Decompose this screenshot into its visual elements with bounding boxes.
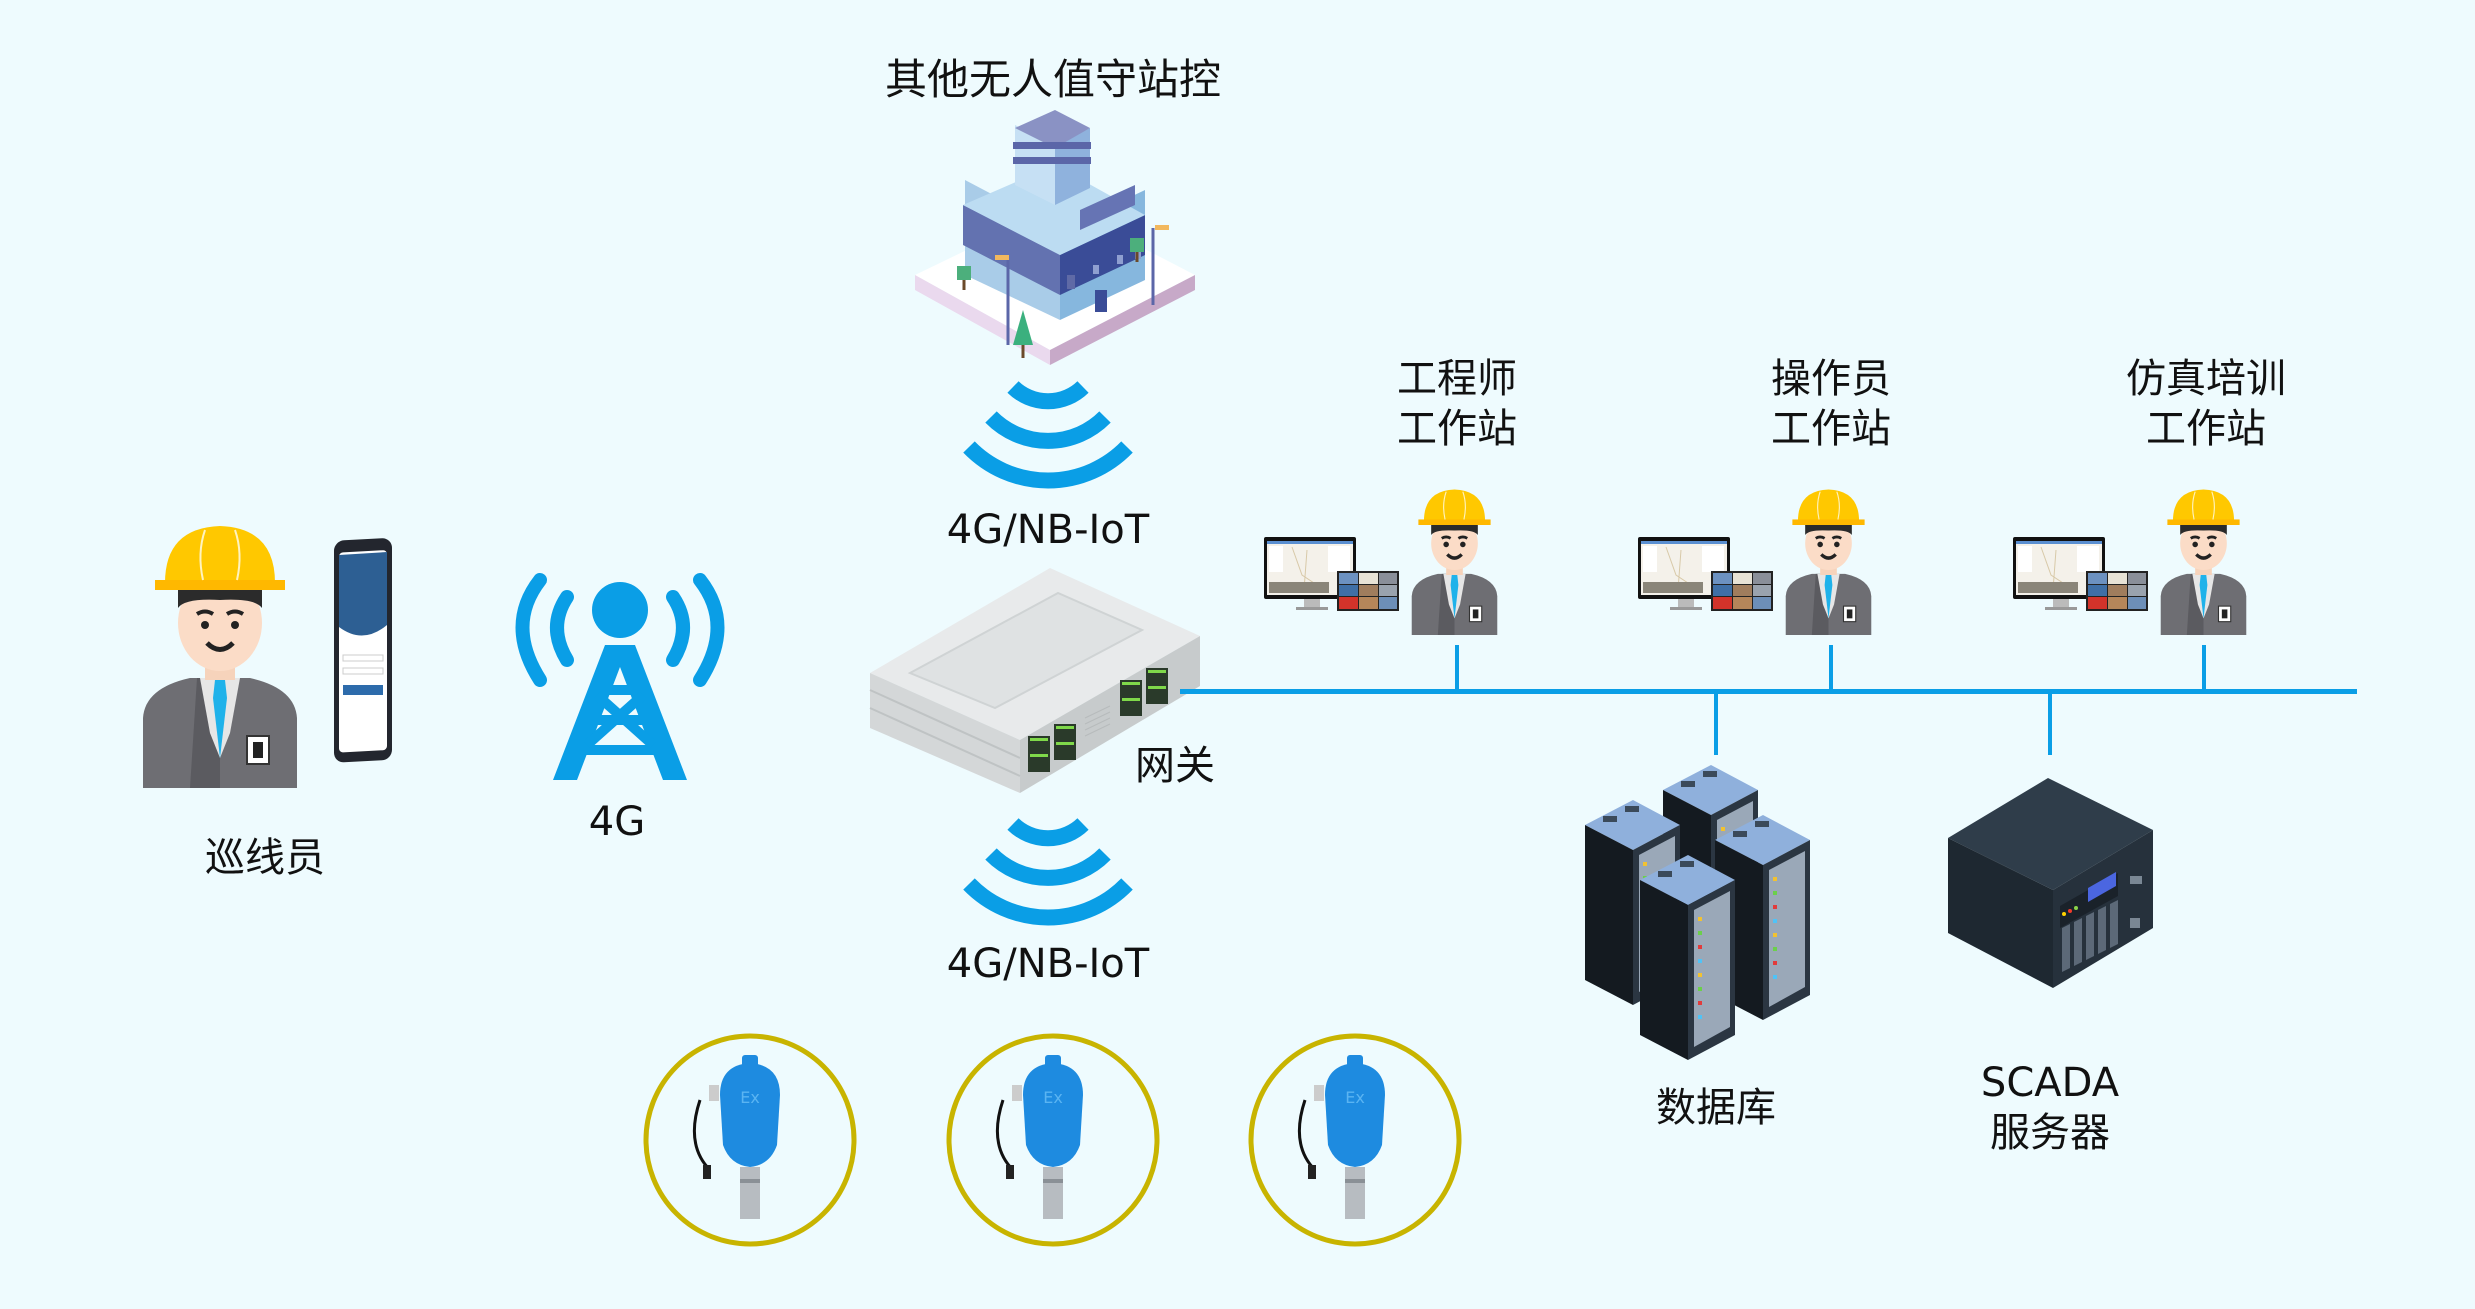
gas-detector[interactable]: Ex bbox=[1248, 1033, 1462, 1247]
cell-tower-icon bbox=[515, 573, 725, 780]
network-bus-line bbox=[1180, 689, 2357, 694]
scada-server-icon[interactable] bbox=[1948, 778, 2158, 988]
workstation-label-line1: 仿真培训 bbox=[2126, 356, 2286, 402]
top-link-label: 4G/NB-IoT bbox=[946, 507, 1150, 553]
worker-icon bbox=[2160, 489, 2247, 635]
monitor-icon bbox=[2013, 537, 2148, 611]
operator-workstation-icon[interactable]: 操作员 工作站 bbox=[1638, 350, 1981, 645]
scada-label-line2: 服务器 bbox=[1990, 1110, 2110, 1156]
worker-icon bbox=[1411, 489, 1498, 635]
patrol-label: 巡线员 bbox=[205, 835, 325, 881]
ex-badge: Ex bbox=[740, 1088, 760, 1107]
bottom-link-label: 4G/NB-IoT bbox=[946, 941, 1150, 987]
gateway-label: 网关 bbox=[1135, 743, 1215, 789]
workstation-label-line2: 工作站 bbox=[1771, 406, 1891, 452]
gas-detector[interactable]: Ex bbox=[946, 1033, 1160, 1247]
scada-drop-line bbox=[2048, 692, 2052, 755]
workstation-label-line1: 工程师 bbox=[1397, 356, 1517, 402]
sensor-ring bbox=[1248, 1033, 1462, 1247]
server-rack bbox=[1715, 815, 1810, 1020]
database-drop-line bbox=[1714, 692, 1718, 755]
workstation-drop-line bbox=[1829, 645, 1833, 691]
sensor-ring bbox=[946, 1033, 1160, 1247]
scada-label-line1: SCADA bbox=[1980, 1060, 2120, 1106]
monitor-icon bbox=[1264, 537, 1399, 611]
workstation-label-line1: 操作员 bbox=[1771, 356, 1891, 402]
server-rack bbox=[1640, 855, 1735, 1060]
monitor-icon bbox=[1638, 537, 1773, 611]
worker-icon bbox=[1785, 489, 1872, 635]
wireless-signal-icon bbox=[963, 381, 1133, 489]
workstation-label-line2: 工作站 bbox=[1397, 406, 1517, 452]
workstation-label-line2: 工作站 bbox=[2146, 406, 2266, 452]
building-icon bbox=[915, 110, 1195, 365]
gas-detector[interactable]: Ex bbox=[643, 1033, 857, 1247]
wireless-signal-icon bbox=[963, 818, 1133, 926]
workstation-drop-line bbox=[2202, 645, 2206, 691]
remote-station-label: 其他无人值守站控 bbox=[884, 55, 1221, 104]
ex-badge: Ex bbox=[1043, 1088, 1063, 1107]
server-racks-icon[interactable] bbox=[1585, 765, 1845, 1060]
engineer-workstation-icon[interactable]: 工程师 工作站 bbox=[1264, 350, 1607, 645]
training-workstation-icon[interactable]: 仿真培训 工作站 bbox=[2013, 350, 2356, 645]
gas-detector-icon: Ex bbox=[1297, 1055, 1385, 1219]
gas-detector-icon: Ex bbox=[995, 1055, 1083, 1219]
database-label: 数据库 bbox=[1656, 1085, 1776, 1131]
worker-icon bbox=[143, 526, 297, 788]
ex-badge: Ex bbox=[1345, 1088, 1365, 1107]
sensor-ring bbox=[643, 1033, 857, 1247]
network-switch-icon[interactable] bbox=[869, 568, 1200, 793]
gas-detector-icon: Ex bbox=[692, 1055, 780, 1219]
workstation-drop-line bbox=[1455, 645, 1459, 691]
cell-tower-label: 4G bbox=[588, 799, 646, 845]
smartphone-icon bbox=[334, 538, 392, 763]
